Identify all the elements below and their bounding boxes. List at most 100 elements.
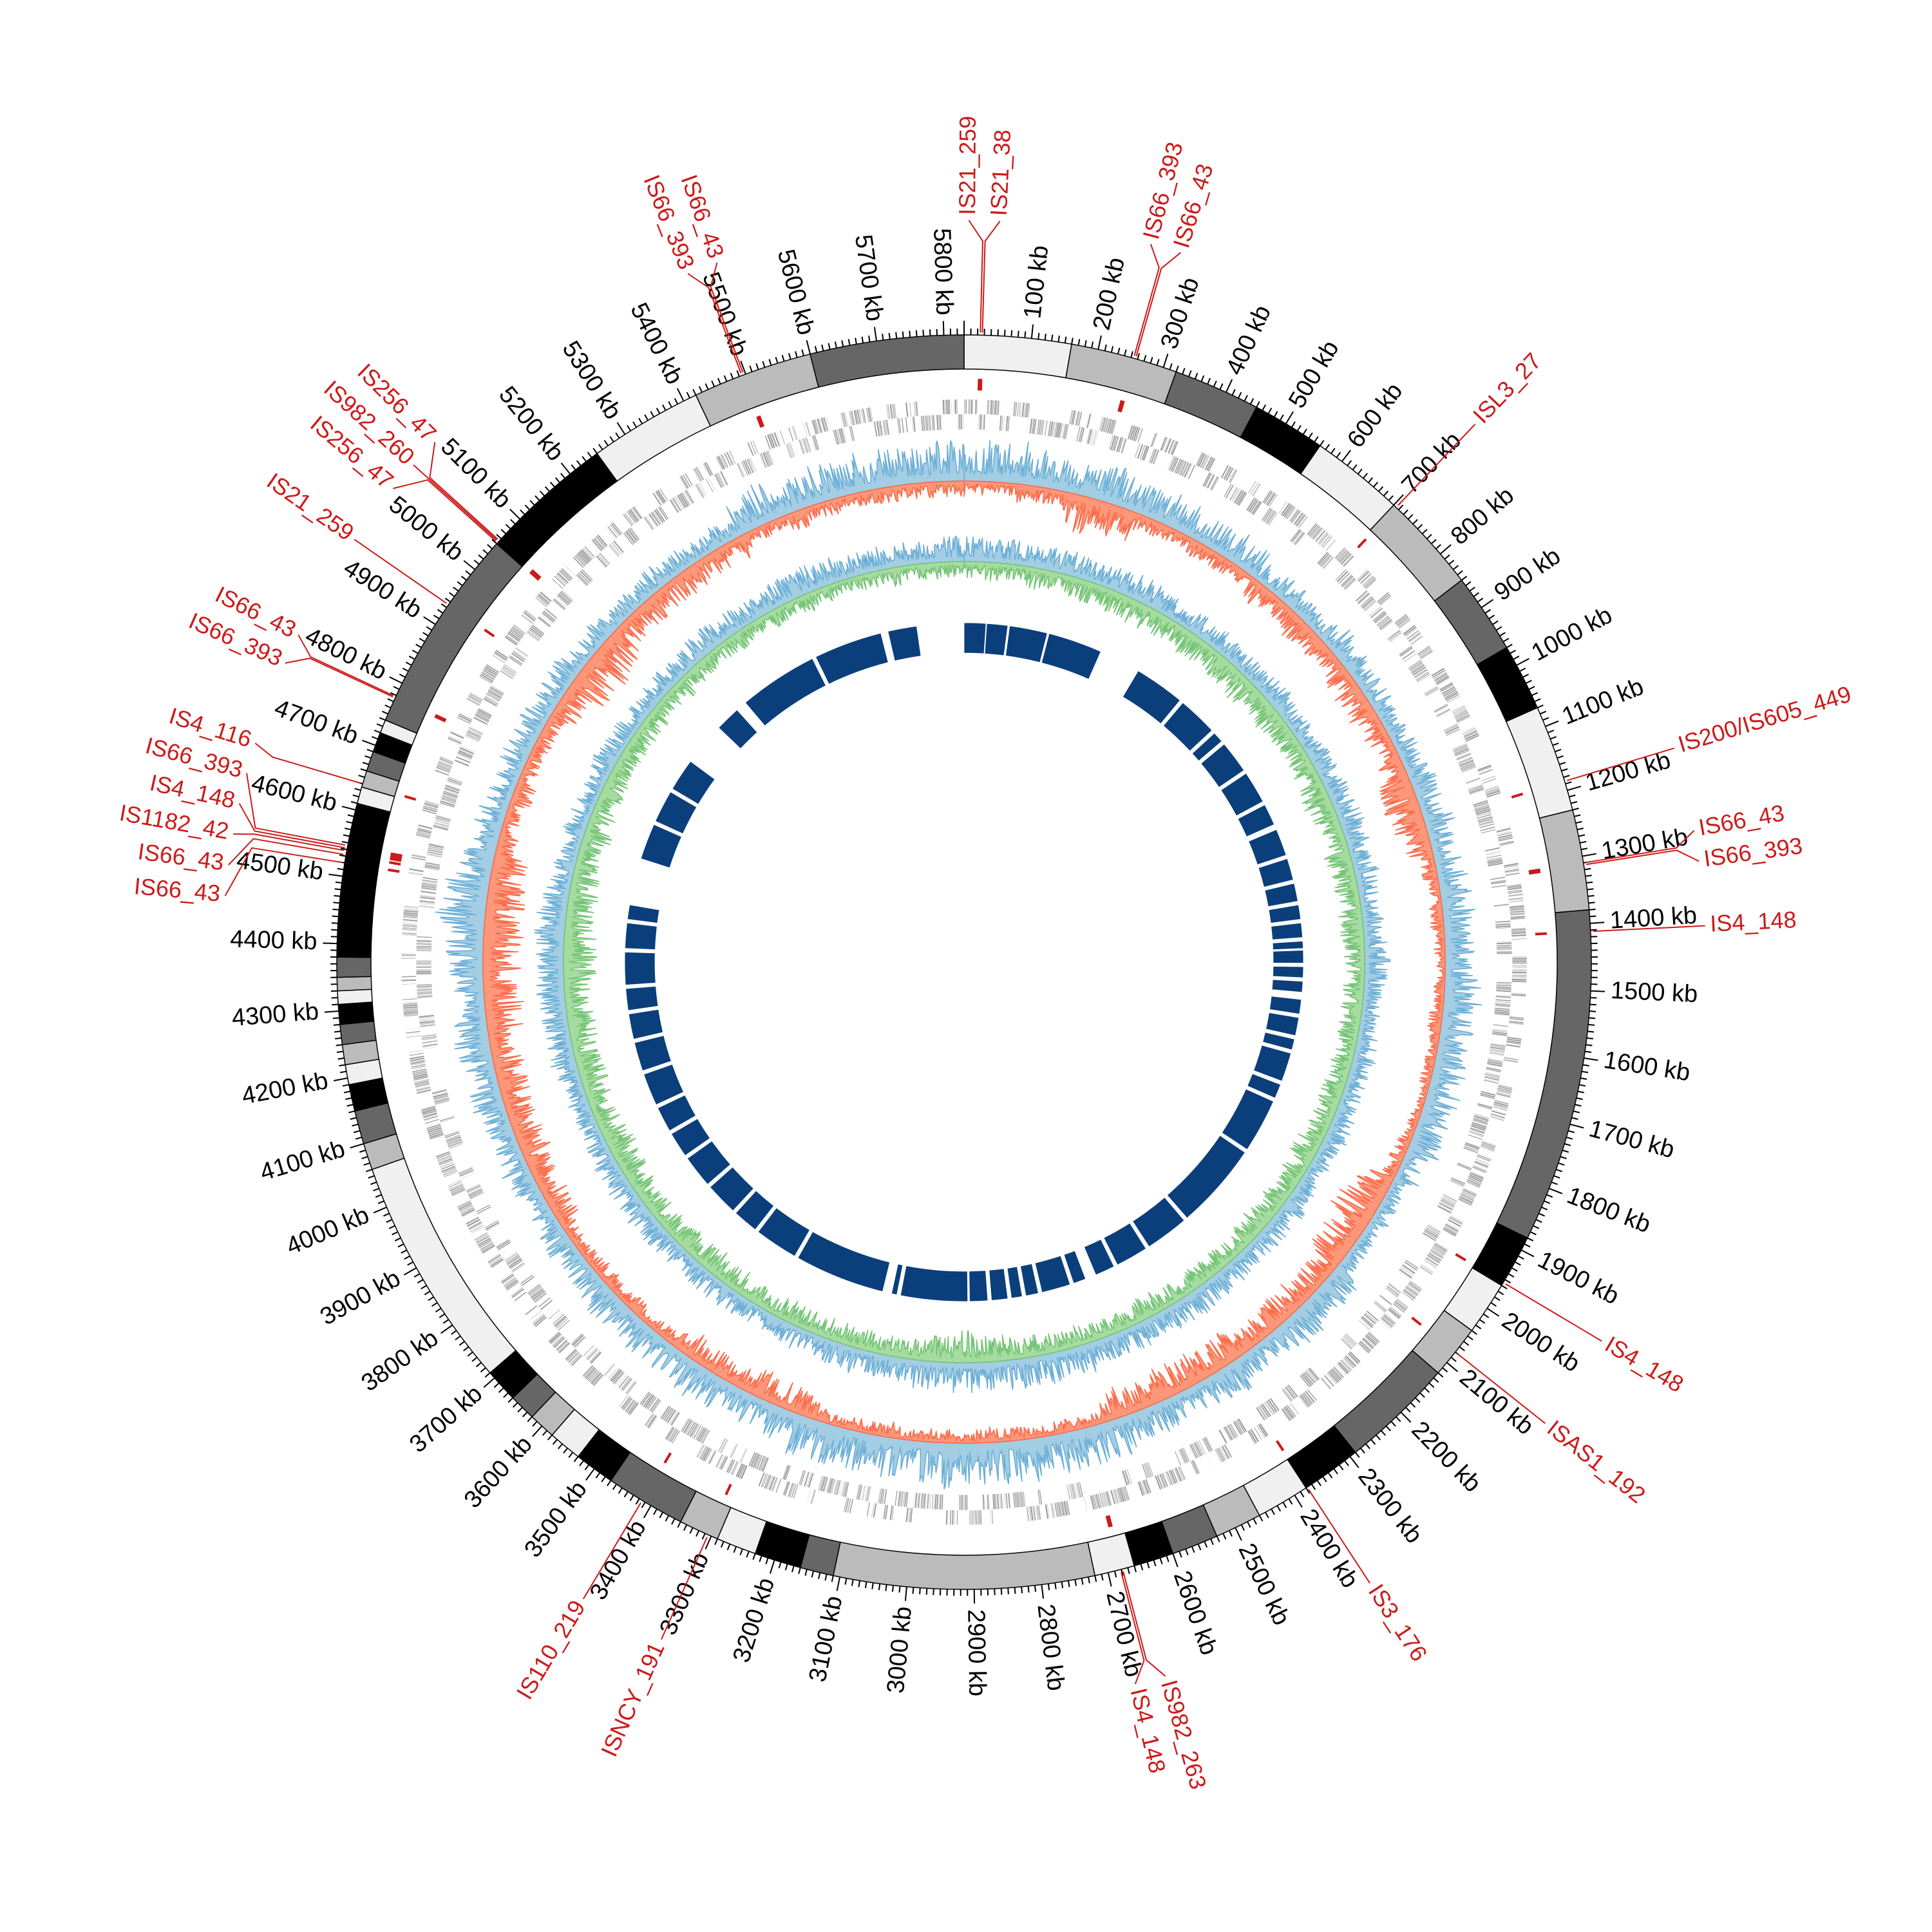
is-connector-line (1586, 849, 1700, 866)
conserved-block (1221, 1088, 1274, 1150)
ideogram-band (336, 956, 372, 978)
tick-label: 4000 kb (282, 1202, 373, 1261)
is-marker (435, 714, 447, 722)
is-label: ISAS1_192 (1542, 1415, 1651, 1508)
tick-label: 3300 kb (654, 1548, 714, 1639)
tick-label: 3200 kb (728, 1575, 780, 1666)
conserved-block (670, 1118, 711, 1156)
ideogram-band (810, 334, 965, 388)
tick-label: 1600 kb (1602, 1046, 1692, 1086)
tick-label: 4800 kb (301, 622, 391, 685)
is-connector-line (224, 847, 343, 896)
is-label: IS21_259 (262, 468, 359, 546)
conserved-block (1262, 1032, 1295, 1050)
is-label: IS4_148 (1600, 1331, 1688, 1397)
tick-label: 3100 kb (804, 1594, 848, 1685)
ideogram-band (336, 802, 391, 958)
conserved-block (797, 1231, 891, 1293)
is-connector-line (968, 220, 984, 333)
is-connector-line (354, 538, 447, 604)
is-marker (1117, 400, 1123, 412)
gene-forward-strand (401, 399, 1528, 1526)
is-label: IS110_219 (511, 1596, 591, 1704)
tick-label: 700 kb (1397, 427, 1467, 499)
conserved-block (1273, 950, 1304, 963)
conserved-block (1248, 829, 1287, 866)
tick-label: 2800 kb (1032, 1602, 1069, 1692)
conserved-block (1271, 922, 1303, 940)
tick-label: 100 kb (1019, 244, 1054, 320)
conserved-block (1162, 702, 1213, 752)
is-label: IS982_263 (1156, 1677, 1212, 1792)
tick-label: 200 kb (1088, 255, 1130, 332)
is-connector-line (298, 634, 394, 697)
conserved-block (1007, 1266, 1023, 1299)
tick-label: 4200 kb (240, 1067, 330, 1110)
is-connector-line (981, 220, 1001, 333)
conserved-block (1200, 743, 1245, 788)
is-marker (1511, 792, 1524, 799)
is-marker (390, 857, 402, 862)
conserved-block (735, 1190, 775, 1230)
ideogram-band (337, 1001, 375, 1025)
conserved-block (1103, 1222, 1147, 1265)
tick-label: 3900 kb (316, 1265, 405, 1331)
is-connector-line (710, 262, 744, 373)
ideogram-band (832, 1541, 1096, 1590)
conserved-block (1041, 633, 1101, 680)
ideogram-band (963, 334, 1072, 379)
tick-label: 2500 kb (1233, 1539, 1294, 1629)
conserved-block (989, 1268, 1009, 1301)
is-connector-line (1121, 1571, 1145, 1685)
tick-label: 900 kb (1490, 542, 1566, 606)
is-marker (531, 569, 542, 579)
is-connector-line (1308, 1489, 1370, 1584)
ideogram-band (336, 976, 372, 992)
tick-label: 4400 kb (230, 925, 317, 955)
tick-label: 4900 kb (339, 554, 427, 624)
is-connector-line (1122, 1571, 1166, 1677)
tick-label: 1100 kb (1558, 673, 1647, 730)
is-connector-line (238, 803, 345, 849)
tick-label: 1000 kb (1527, 601, 1616, 667)
is-marker (1105, 1515, 1112, 1528)
conserved-block (1258, 858, 1294, 887)
is-marker (389, 861, 401, 866)
conserved-block (1166, 1135, 1245, 1218)
is-marker-track (388, 379, 1547, 1528)
is-connector-line (582, 1502, 641, 1600)
is-marker (1411, 1316, 1422, 1326)
tick-label: 2900 kb (962, 1609, 990, 1697)
is-marker (663, 1452, 672, 1464)
ideogram-band (610, 1452, 697, 1522)
is-label: IS4_148 (1709, 906, 1797, 937)
outer-signal-track (435, 440, 1482, 1490)
conserved-blocks-track (624, 622, 1304, 1302)
inner-signal-track (534, 535, 1391, 1393)
tick-label: 2200 kb (1406, 1416, 1486, 1497)
tick-marks (323, 321, 1605, 1604)
is-label: IS21_38 (985, 129, 1016, 216)
conserved-block (687, 1141, 731, 1185)
conserved-block (657, 1094, 696, 1132)
tick-label: 4600 kb (249, 770, 339, 817)
tick-label: 2100 kb (1454, 1364, 1539, 1441)
tick-label: 3600 kb (459, 1431, 538, 1513)
conserved-block (1273, 966, 1304, 978)
conserved-block (1122, 670, 1180, 724)
conserved-block (709, 1166, 754, 1211)
conserved-block (1271, 979, 1303, 993)
is-connector-line (1457, 1353, 1546, 1424)
tick-label: 500 kb (1283, 336, 1345, 413)
ideogram-band (1087, 1532, 1135, 1577)
tick-label: 3700 kb (404, 1380, 488, 1458)
conserved-block (1005, 625, 1048, 663)
conserved-block (1272, 940, 1304, 951)
conserved-block (643, 1064, 685, 1106)
conserved-block (1020, 1263, 1039, 1296)
is-label: ISL3_27 (1468, 348, 1546, 428)
conserved-block (900, 1265, 969, 1302)
is-marker (756, 416, 763, 428)
is-connector-line (1586, 829, 1695, 864)
is-marker (404, 795, 417, 801)
